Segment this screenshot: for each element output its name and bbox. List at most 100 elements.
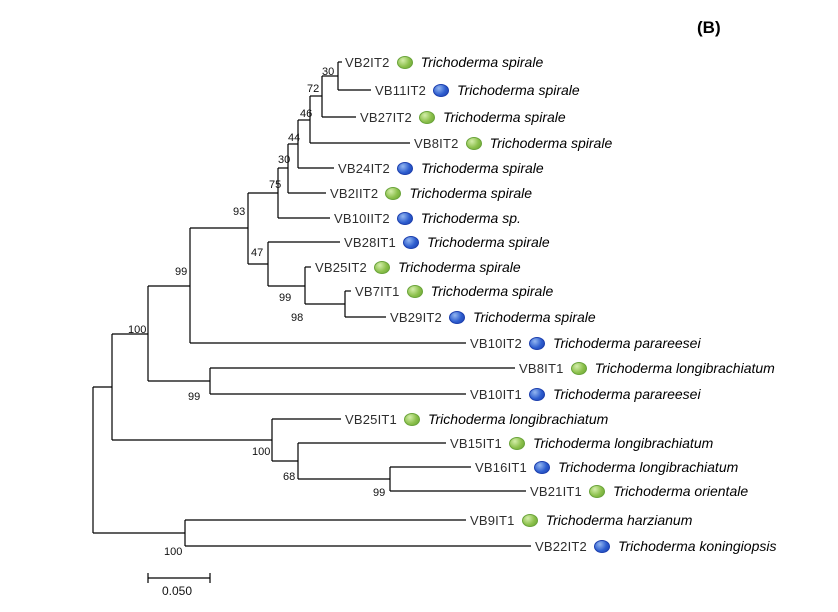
strain-label: VB8IT2 [414, 135, 459, 151]
species-name: Trichoderma longibrachiatum [533, 435, 714, 451]
leaf-vb15it1: VB15IT1 Trichoderma longibrachiatum [450, 434, 713, 452]
bootstrap-value: 100 [164, 546, 183, 558]
green-dot-icon [465, 136, 482, 150]
green-dot-icon [589, 484, 605, 498]
blue-dot-icon [449, 310, 465, 324]
strain-label: VB7IT1 [355, 283, 400, 299]
leaf-vb7it1: VB7IT1 Trichoderma spirale [355, 282, 553, 300]
bootstrap-value: 68 [283, 471, 296, 483]
leaf-vb25it2: VB25IT2 Trichoderma spirale [315, 258, 521, 276]
strain-label: VB29IT2 [390, 309, 442, 325]
blue-dot-icon [594, 539, 610, 553]
blue-dot-icon [433, 83, 450, 97]
green-dot-icon [570, 361, 587, 375]
bootstrap-value: 100 [252, 446, 271, 458]
species-name: Trichoderma sp. [420, 210, 521, 226]
species-name: Trichoderma parareesei [553, 386, 701, 402]
leaf-vb16it1: VB16IT1 Trichoderma longibrachiatum [475, 458, 738, 476]
strain-label: VB10IT2 [470, 335, 522, 351]
bootstrap-value: 47 [251, 247, 264, 259]
leaf-vb10it2: VB10IT2 Trichoderma parareesei [470, 334, 701, 352]
species-name: Trichoderma spirale [489, 135, 613, 151]
species-name: Trichoderma koningiopsis [618, 538, 777, 554]
leaf-vb24it2: VB24IT2 Trichoderma spirale [338, 159, 544, 177]
scale-bar-label: 0.050 [162, 584, 193, 598]
leaf-vb11it2: VB11IT2 Trichoderma spirale [375, 81, 580, 99]
leaf-vb28it1: VB28IT1 Trichoderma spirale [344, 233, 550, 251]
bootstrap-value: 30 [322, 66, 335, 78]
bootstrap-value: 46 [300, 108, 313, 120]
strain-label: VB11IT2 [375, 82, 427, 98]
strain-label: VB10IIT2 [334, 210, 390, 226]
species-name: Trichoderma longibrachiatum [594, 360, 775, 376]
leaf-vb27it2: VB27IT2 Trichoderma spirale [360, 108, 566, 126]
blue-dot-icon [529, 336, 545, 350]
strain-label: VB2IIT2 [330, 185, 379, 201]
blue-dot-icon [396, 211, 413, 225]
green-dot-icon [385, 186, 402, 200]
bootstrap-value: 72 [307, 83, 320, 95]
species-name: Trichoderma spirale [409, 185, 533, 201]
strain-label: VB21IT1 [530, 483, 582, 499]
strain-label: VB9IT1 [470, 512, 515, 528]
green-dot-icon [419, 110, 435, 124]
strain-label: VB10IT1 [470, 386, 522, 402]
bootstrap-value: 99 [175, 266, 188, 278]
species-name: Trichoderma spirale [427, 234, 550, 250]
strain-label: VB24IT2 [338, 160, 390, 176]
green-dot-icon [374, 260, 390, 274]
strain-label: VB16IT1 [475, 459, 527, 475]
blue-dot-icon [403, 235, 419, 249]
strain-label: VB27IT2 [360, 109, 412, 125]
blue-dot-icon [534, 460, 550, 474]
species-name: Trichoderma longibrachiatum [558, 459, 739, 475]
species-name: Trichoderma spirale [457, 82, 580, 98]
species-name: Trichoderma spirale [398, 259, 521, 275]
green-dot-icon [406, 284, 423, 298]
bootstrap-value: 100 [128, 324, 147, 336]
species-name: Trichoderma spirale [421, 160, 544, 176]
species-name: Trichoderma spirale [430, 283, 554, 299]
strain-label: VB25IT2 [315, 259, 367, 275]
leaf-vb10iit2: VB10IIT2 Trichoderma sp. [334, 209, 521, 227]
strain-label: VB8IT1 [519, 360, 564, 376]
green-dot-icon [404, 412, 420, 426]
blue-dot-icon [397, 161, 413, 175]
green-dot-icon [396, 55, 413, 69]
bootstrap-value: 99 [279, 292, 292, 304]
strain-label: VB25IT1 [345, 411, 397, 427]
leaf-vb22it2: VB22IT2 Trichoderma koningiopsis [535, 537, 776, 555]
bootstrap-value: 99 [373, 487, 386, 499]
species-name: Trichoderma spirale [420, 54, 544, 70]
species-name: Trichoderma longibrachiatum [428, 411, 609, 427]
strain-label: VB28IT1 [344, 234, 396, 250]
leaf-vb9it1: VB9IT1 Trichoderma harzianum [470, 511, 692, 529]
leaf-vb8it1: VB8IT1 Trichoderma longibrachiatum [519, 359, 775, 377]
bootstrap-value: 44 [288, 132, 301, 144]
bootstrap-value: 98 [291, 312, 304, 324]
leaf-vb2iit2: VB2IIT2 Trichoderma spirale [330, 184, 532, 202]
panel-label: (B) [697, 18, 721, 37]
leaf-vb29it2: VB29IT2 Trichoderma spirale [390, 308, 596, 326]
bootstrap-value: 30 [278, 154, 291, 166]
leaf-vb21it1: VB21IT1 Trichoderma orientale [530, 482, 748, 500]
bootstrap-value: 75 [269, 179, 282, 191]
bootstrap-value: 99 [188, 391, 201, 403]
green-dot-icon [509, 436, 525, 450]
green-dot-icon [521, 513, 538, 527]
species-name: Trichoderma parareesei [553, 335, 701, 351]
strain-label: VB22IT2 [535, 538, 587, 554]
leaf-vb25it1: VB25IT1 Trichoderma longibrachiatum [345, 410, 608, 428]
species-name: Trichoderma spirale [473, 309, 596, 325]
species-name: Trichoderma orientale [613, 483, 749, 499]
blue-dot-icon [529, 387, 545, 401]
species-name: Trichoderma spirale [443, 109, 566, 125]
strain-label: VB15IT1 [450, 435, 502, 451]
leaf-vb8it2: VB8IT2 Trichoderma spirale [414, 134, 612, 152]
leaf-vb10it1: VB10IT1 Trichoderma parareesei [470, 385, 701, 403]
bootstrap-value: 93 [233, 206, 246, 218]
species-name: Trichoderma harzianum [545, 512, 693, 528]
